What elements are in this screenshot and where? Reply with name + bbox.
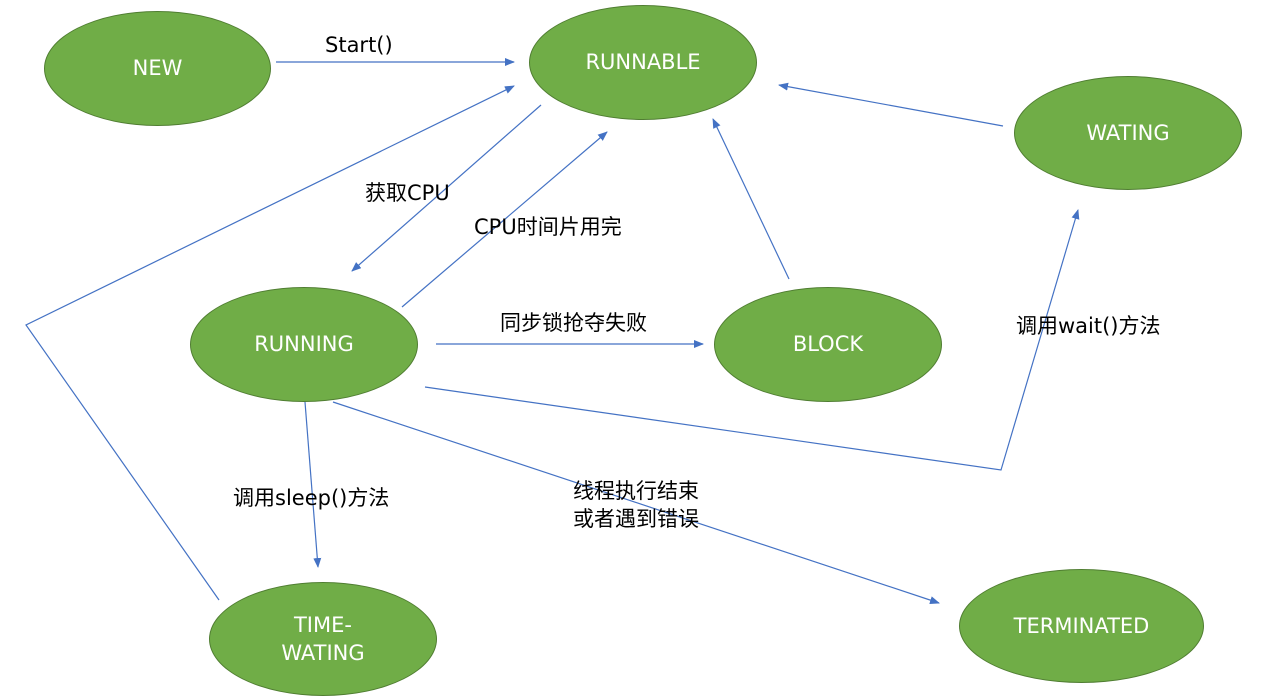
- edge-running-to-terminated: [332, 401, 940, 604]
- edge-block-to-runnable: [712, 118, 790, 280]
- state-wating: WATING: [1014, 76, 1242, 190]
- edge-label-thread-end-or-error: 线程执行结束 或者遇到错误: [573, 479, 699, 532]
- state-block-label: BLOCK: [792, 332, 864, 357]
- edge-label-sync-lock-failed: 同步锁抢夺失败: [500, 311, 647, 335]
- state-terminated: TERMINATED: [959, 569, 1204, 683]
- state-runnable-label: RUNNABLE: [585, 50, 701, 75]
- edge-running-to-wating: [424, 209, 1080, 471]
- edge-label-get-cpu: 获取CPU: [365, 181, 450, 205]
- edge-runnable-to-running: [351, 104, 542, 272]
- edge-wating-to-runnable: [778, 82, 1004, 127]
- edge-running-to-time-wating: [304, 401, 322, 568]
- state-terminated-label: TERMINATED: [1013, 613, 1150, 638]
- state-running-label: RUNNING: [254, 332, 354, 357]
- state-new: NEW: [44, 11, 271, 126]
- edge-label-start: Start(): [325, 33, 393, 57]
- state-runnable: RUNNABLE: [529, 5, 757, 120]
- state-block: BLOCK: [714, 287, 942, 402]
- state-wating-label: WATING: [1086, 120, 1170, 145]
- edge-label-call-wait: 调用wait()方法: [1016, 314, 1161, 338]
- edge-label-cpu-timeslice-done: CPU时间片用完: [474, 215, 622, 239]
- state-time-wating: TIME- WATING: [209, 582, 437, 696]
- edge-time-wating-to-runnable: [25, 85, 515, 601]
- edge-label-call-sleep: 调用sleep()方法: [233, 486, 390, 510]
- state-new-label: NEW: [132, 56, 183, 81]
- state-time-wating-label: TIME- WATING: [281, 612, 365, 665]
- state-running: RUNNING: [190, 287, 418, 402]
- edge-running-to-runnable: [401, 131, 608, 308]
